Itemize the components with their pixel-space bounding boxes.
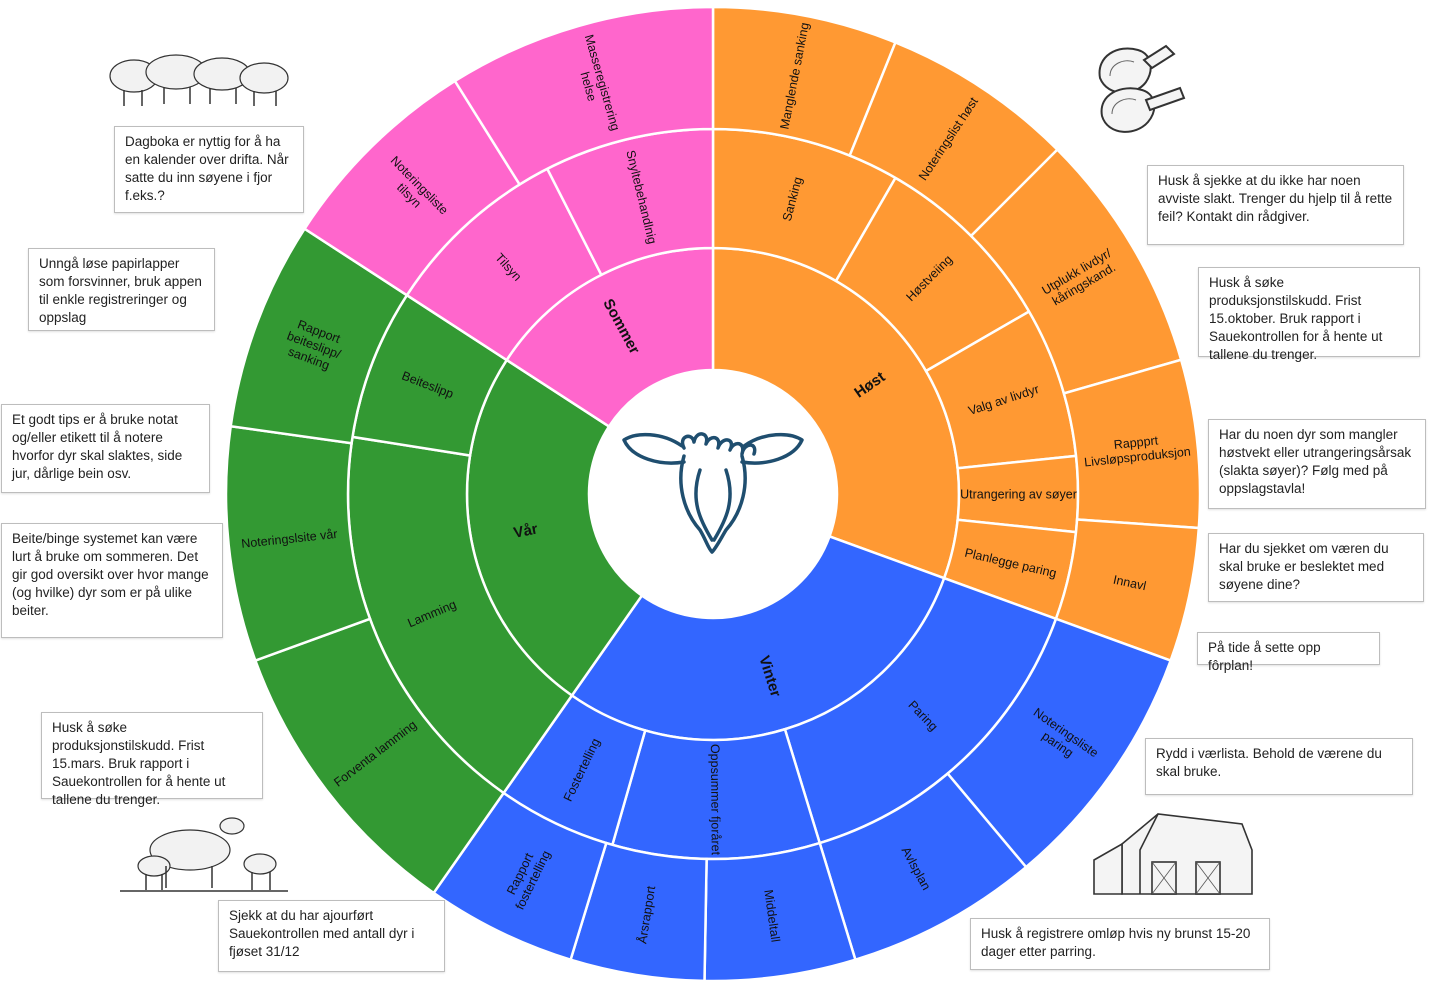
label-oppsummer-fjoraret: Oppsummer fjoråret <box>708 744 723 856</box>
note-ajourfort-text: Sjekk at du har ajourført Sauekontrollen… <box>229 908 415 959</box>
note-tilskudd-mars-text: Husk å søke produksjonstilskudd. Frist 1… <box>52 720 226 807</box>
ewe-and-lambs-illustration <box>120 817 288 892</box>
note-verlista: Rydd i værlista. Behold de værene du ska… <box>1145 738 1413 795</box>
note-slakt-text: Husk å sjekke at du ikke har noen avvist… <box>1158 173 1393 224</box>
note-tilskudd-okt-text: Husk å søke produksjonstilskudd. Frist 1… <box>1209 275 1383 362</box>
lamb-chops-illustration <box>1098 44 1186 133</box>
note-forplan-text: På tide å sette opp fôrplan! <box>1208 640 1321 673</box>
note-beite-text: Beite/binge systemet kan være lurt å bru… <box>12 531 209 618</box>
note-slakt: Husk å sjekke at du ikke har noen avvist… <box>1147 165 1404 245</box>
wheel-segments <box>224 5 1202 982</box>
center-disc <box>589 370 837 618</box>
note-verlista-text: Rydd i værlista. Behold de værene du ska… <box>1156 746 1382 779</box>
note-hostvekt-text: Har du noen dyr som mangler høstvekt ell… <box>1219 427 1412 496</box>
note-tilskudd-okt: Husk å søke produksjonstilskudd. Frist 1… <box>1198 267 1420 362</box>
note-beslektet: Har du sjekket om væren du skal bruke er… <box>1208 533 1424 602</box>
sheep-flock-illustration <box>109 54 289 106</box>
note-omlop: Husk å registrere omløp hvis ny brunst 1… <box>970 918 1270 970</box>
barn-illustration <box>1093 813 1253 895</box>
note-papirlapper-text: Unngå løse papirlapper som forsvinner, b… <box>39 256 202 325</box>
label-utrangering-av-soyer: Utrangering av søyer <box>960 487 1077 501</box>
sheep-head-icon <box>622 432 804 554</box>
note-notat-text: Et godt tips er å bruke notat og/eller e… <box>12 412 183 481</box>
label-innavl: Innavl <box>1112 573 1148 594</box>
segment-masseregistrering-helse <box>453 5 715 187</box>
note-omlop-text: Husk å registrere omløp hvis ny brunst 1… <box>981 926 1251 959</box>
note-notat: Et godt tips er å bruke notat og/eller e… <box>1 404 210 493</box>
note-papirlapper: Unngå løse papirlapper som forsvinner, b… <box>28 248 215 331</box>
season-label-var: Vår <box>512 520 539 541</box>
note-dagboka: Dagboka er nyttig for å ha en kalender o… <box>114 126 304 213</box>
note-tilskudd-mars: Husk å søke produksjonstilskudd. Frist 1… <box>41 712 263 807</box>
note-ajourfort: Sjekk at du har ajourført Sauekontrollen… <box>218 900 445 972</box>
note-beslektet-text: Har du sjekket om væren du skal bruke er… <box>1219 541 1389 592</box>
note-beite: Beite/binge systemet kan være lurt å bru… <box>1 523 223 638</box>
note-forplan: På tide å sette opp fôrplan! <box>1197 632 1380 673</box>
note-dagboka-text: Dagboka er nyttig for å ha en kalender o… <box>125 134 289 203</box>
note-hostvekt: Har du noen dyr som mangler høstvekt ell… <box>1208 419 1426 509</box>
